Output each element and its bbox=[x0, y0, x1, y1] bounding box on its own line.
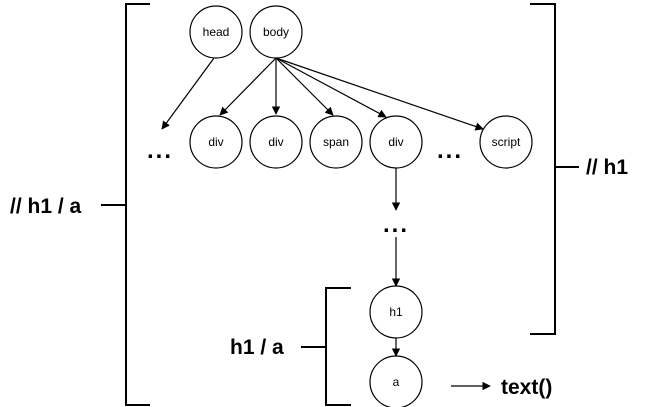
node-div-1: div bbox=[189, 115, 243, 169]
svg-text:body: body bbox=[263, 25, 289, 39]
ellipsis-left: ... bbox=[147, 137, 173, 164]
inner-bracket bbox=[325, 287, 351, 406]
svg-text:a: a bbox=[393, 375, 400, 389]
edge-body-div1 bbox=[219, 57, 277, 116]
edge-body-span bbox=[275, 57, 334, 116]
node-div-2: div bbox=[249, 115, 303, 169]
node-head: head bbox=[189, 5, 243, 59]
edge-body-div3 bbox=[275, 57, 387, 118]
left-outer-bracket bbox=[125, 3, 150, 406]
edge-body-script bbox=[275, 57, 484, 131]
ellipsis-vertical: ... bbox=[383, 211, 409, 238]
svg-text:div: div bbox=[208, 135, 223, 149]
node-script: script bbox=[479, 115, 533, 169]
svg-text:div: div bbox=[268, 135, 283, 149]
node-body: body bbox=[249, 5, 303, 59]
right-outer-bracket bbox=[530, 3, 556, 335]
label-output: text() bbox=[501, 376, 552, 399]
edge-head-ellipsis bbox=[161, 57, 215, 130]
svg-text:h1: h1 bbox=[389, 305, 403, 319]
node-div-3: div bbox=[369, 115, 423, 169]
node-h1: h1 bbox=[369, 285, 423, 339]
node-a: a bbox=[369, 355, 423, 407]
svg-text:head: head bbox=[203, 25, 230, 39]
label-right-outer: // h1 bbox=[586, 156, 628, 179]
label-left-outer: // h1 / a bbox=[10, 195, 82, 218]
svg-text:div: div bbox=[388, 135, 403, 149]
svg-text:span: span bbox=[323, 135, 349, 149]
svg-text:script: script bbox=[492, 135, 521, 149]
label-inner: h1 / a bbox=[230, 336, 284, 359]
ellipsis-middle: ... bbox=[437, 137, 463, 164]
node-span: span bbox=[309, 115, 363, 169]
